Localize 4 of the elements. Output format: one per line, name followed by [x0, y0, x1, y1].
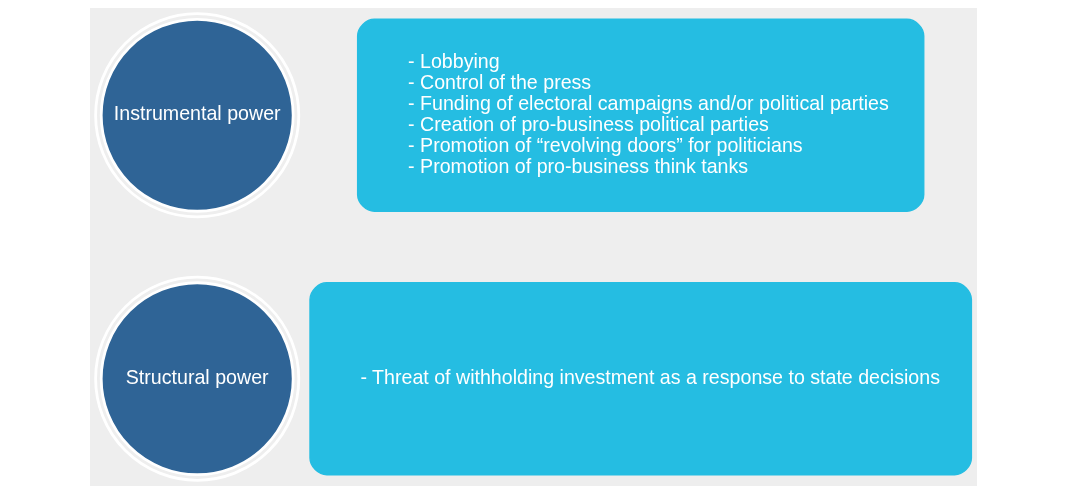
node-circle: Instrumental power	[93, 12, 300, 219]
node-box: - Threat of withholding investment as a response to state decisions	[308, 282, 972, 476]
node-box: - Lobbying - Control of the press - Funding of electoral campaigns and/or political parties - Creation of pro-business political parties - Promotion of “revolving doors” for politicians - Promotion of pro-business think tanks	[356, 18, 924, 212]
node-circle: Structural power	[93, 275, 300, 482]
